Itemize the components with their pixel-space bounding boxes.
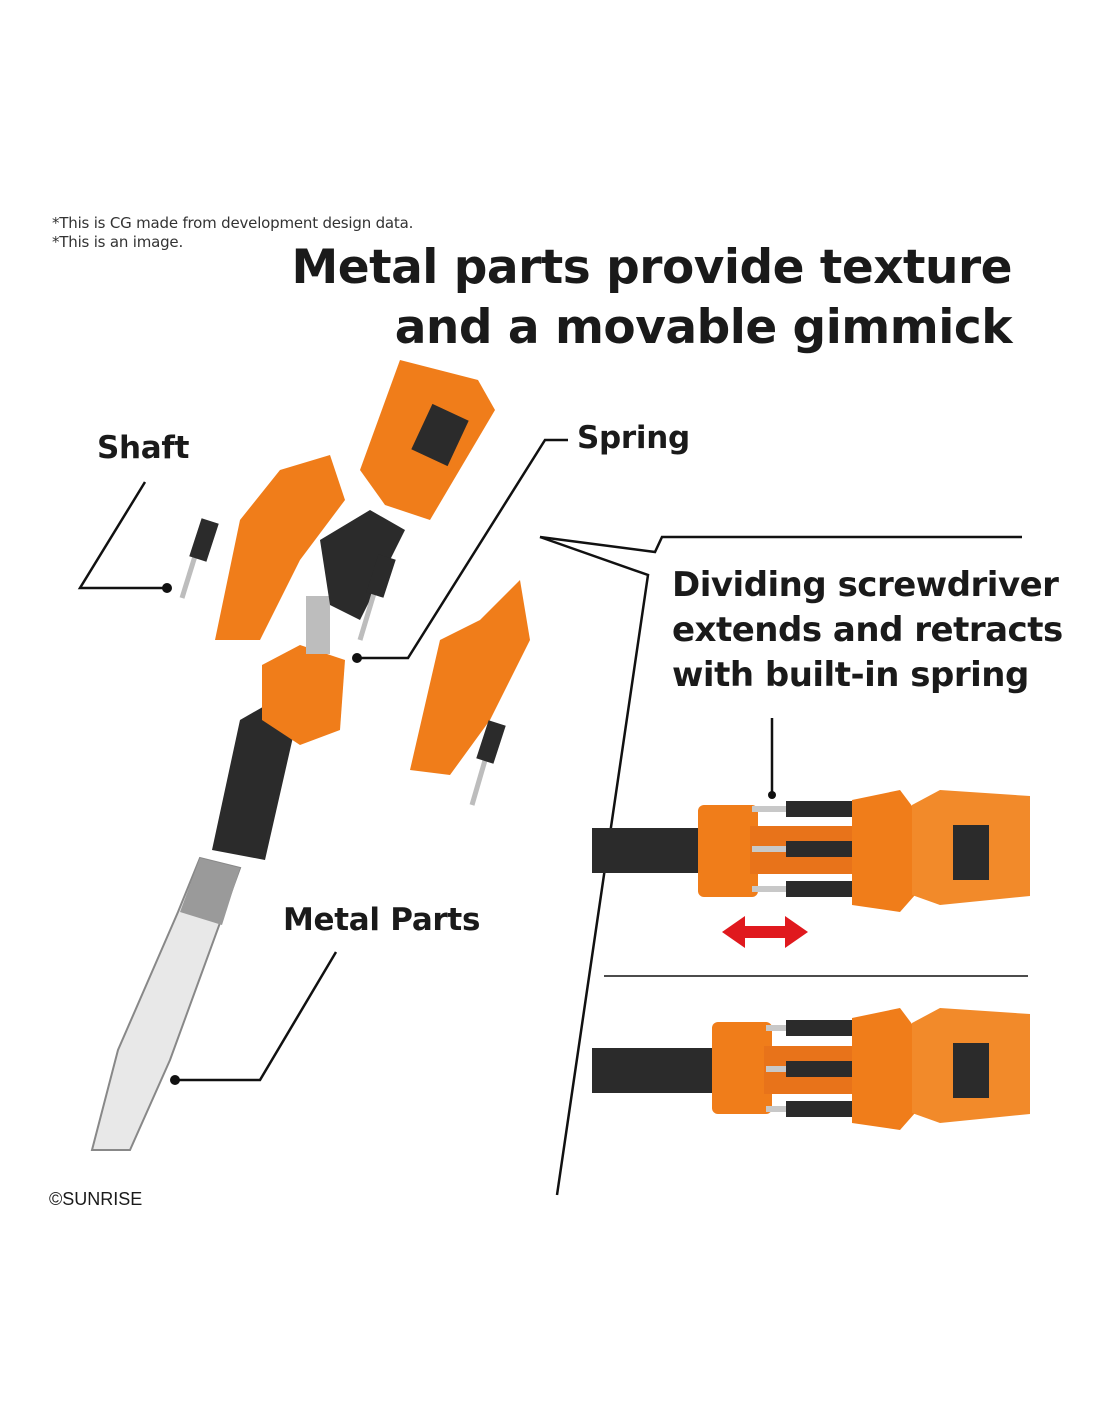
shaft-dot <box>162 583 172 593</box>
black-core <box>320 510 405 620</box>
front-collar <box>712 1022 772 1114</box>
shaft-leader-line <box>77 481 167 590</box>
spring <box>306 596 330 654</box>
black-grip <box>592 1048 722 1093</box>
spring-dot <box>352 653 362 663</box>
feature-description: Dividing screwdriver extends and retract… <box>672 563 1063 698</box>
rear-block <box>852 1008 915 1130</box>
description-line-2: extends and retracts <box>672 610 1063 650</box>
head-slot <box>411 403 469 467</box>
disclaimer-note-1: *This is CG made from development design… <box>52 214 414 232</box>
rod-sleeves <box>786 1020 852 1117</box>
screwdriver-extended <box>592 790 1030 948</box>
black-grip <box>592 828 702 873</box>
blade-shade <box>180 858 240 925</box>
metal-parts-dot <box>170 1075 180 1085</box>
pointer-dot <box>768 791 776 799</box>
front-collar <box>698 805 758 897</box>
spring-leader-line <box>357 438 568 660</box>
orange-collar <box>262 645 345 745</box>
copyright: ©SUNRISE <box>49 1189 143 1209</box>
leader-lines <box>77 438 1028 1196</box>
black-grip <box>212 700 298 860</box>
shaft-label: Shaft <box>97 430 190 466</box>
right-shell <box>410 580 530 775</box>
callout-frame-left <box>539 535 650 1196</box>
rods <box>752 806 792 892</box>
rod-sleeves <box>786 801 852 897</box>
leader-dots <box>162 583 776 1085</box>
double-arrow-icon <box>722 916 808 948</box>
left-shell <box>215 455 345 640</box>
rear-block <box>852 790 915 912</box>
cap-slot <box>953 1043 989 1098</box>
pin-caps <box>189 518 506 764</box>
metal-parts-leader-line <box>175 951 338 1082</box>
spring-label: Spring <box>577 420 690 456</box>
description-line-3: with built-in spring <box>672 655 1029 695</box>
rods <box>766 1025 786 1112</box>
metal-parts-label: Metal Parts <box>283 902 481 938</box>
callout-frame-top <box>539 535 1022 554</box>
headline-line-1: Metal parts provide texture <box>291 240 1012 295</box>
cap-slot <box>953 825 989 880</box>
description-line-1: Dividing screwdriver <box>672 565 1059 605</box>
exploded-screwdriver <box>90 360 530 1151</box>
screwdriver-retracted <box>592 1008 1030 1130</box>
disclaimer-note-2: *This is an image. <box>52 233 184 251</box>
headline-line-2: and a movable gimmick <box>394 300 1013 355</box>
